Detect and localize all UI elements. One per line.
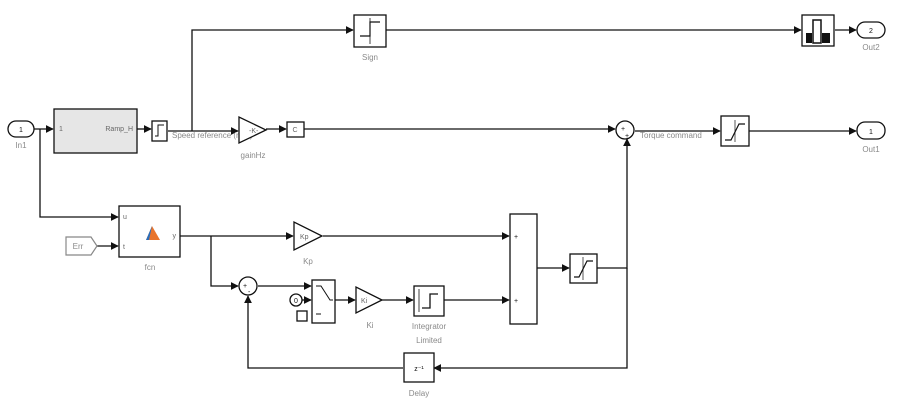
- svg-text:+: +: [514, 234, 518, 241]
- svg-text:+: +: [621, 126, 625, 133]
- subsystem-block[interactable]: 1 Ramp_H: [53, 108, 138, 154]
- signal-label-speed: Speed reference (rpm): [172, 131, 253, 140]
- integrator-block[interactable]: Integrator Limited: [412, 285, 447, 345]
- inport-1-label: In1: [15, 141, 27, 150]
- svg-text:C: C: [292, 127, 297, 134]
- rate-transition-block[interactable]: [151, 120, 168, 142]
- sign-block[interactable]: Sign: [353, 14, 387, 62]
- svg-text:+: +: [625, 133, 629, 140]
- sum-big-block[interactable]: + +: [509, 213, 538, 325]
- const-block[interactable]: C: [286, 121, 305, 138]
- gain-hz-block[interactable]: -K- gainHz: [238, 115, 268, 160]
- fcn-label: fcn: [145, 263, 156, 272]
- delay-block[interactable]: z⁻¹ Delay: [403, 352, 435, 398]
- step-source-block[interactable]: 0: [289, 293, 308, 322]
- svg-text:Ki: Ki: [361, 298, 368, 305]
- svg-text:2: 2: [869, 28, 873, 35]
- outport-1[interactable]: 1 Out1: [856, 121, 886, 154]
- svg-text:Err: Err: [73, 242, 84, 251]
- outport-2[interactable]: 2 Out2: [856, 21, 886, 52]
- inport-1[interactable]: 1 In1: [7, 120, 35, 150]
- svg-text:0: 0: [294, 298, 298, 305]
- wire-delay-summid[interactable]: [244, 295, 403, 369]
- wire-fcn-summid[interactable]: [210, 236, 239, 290]
- gain-ki-block[interactable]: Ki Ki: [355, 285, 384, 330]
- gain-ki-label: Ki: [366, 321, 373, 330]
- sign-label: Sign: [362, 53, 378, 62]
- svg-text:u: u: [123, 214, 127, 221]
- saturation-mid-block[interactable]: [569, 253, 598, 284]
- gain-kp-block[interactable]: Kp Kp: [293, 220, 324, 266]
- svg-text:-K-: -K-: [249, 128, 259, 135]
- wire-in1-fcn[interactable]: [39, 129, 119, 221]
- err-input-tag[interactable]: Err: [65, 236, 98, 256]
- saturation-top-block[interactable]: [720, 115, 750, 147]
- svg-text:1: 1: [869, 129, 873, 136]
- svg-text:1: 1: [59, 126, 63, 133]
- wire-sat-sumtop[interactable]: [597, 138, 631, 269]
- svg-text:-: -: [248, 289, 251, 296]
- sum-mid-block[interactable]: + -: [238, 276, 258, 296]
- switch-block[interactable]: [311, 279, 336, 324]
- gain-hz-label: gainHz: [241, 151, 266, 160]
- svg-text:y: y: [173, 233, 177, 240]
- svg-text:Kp: Kp: [300, 234, 309, 241]
- wire-to-sign[interactable]: [191, 26, 354, 131]
- wire-to-delay[interactable]: [433, 268, 628, 372]
- svg-text:t: t: [123, 244, 125, 251]
- svg-text:Ramp_H: Ramp_H: [105, 126, 133, 133]
- svg-text:z⁻¹: z⁻¹: [414, 366, 424, 373]
- svg-text:1: 1: [19, 127, 23, 134]
- matlab-function-block[interactable]: u t y fcn: [118, 205, 181, 272]
- integrator-label-2: Limited: [416, 336, 442, 345]
- signal-label-torque: Torque command: [640, 131, 702, 140]
- outport-2-label: Out2: [862, 43, 880, 52]
- signal-lines: [34, 26, 857, 372]
- integrator-label-1: Integrator: [412, 322, 447, 331]
- svg-text:+: +: [514, 298, 518, 305]
- outport-1-label: Out1: [862, 145, 880, 154]
- gain-kp-label: Kp: [303, 257, 313, 266]
- svg-text:+: +: [243, 283, 247, 290]
- sum-top-block[interactable]: + +: [615, 120, 635, 140]
- delay-label: Delay: [409, 389, 429, 398]
- quantizer-block[interactable]: [801, 14, 835, 47]
